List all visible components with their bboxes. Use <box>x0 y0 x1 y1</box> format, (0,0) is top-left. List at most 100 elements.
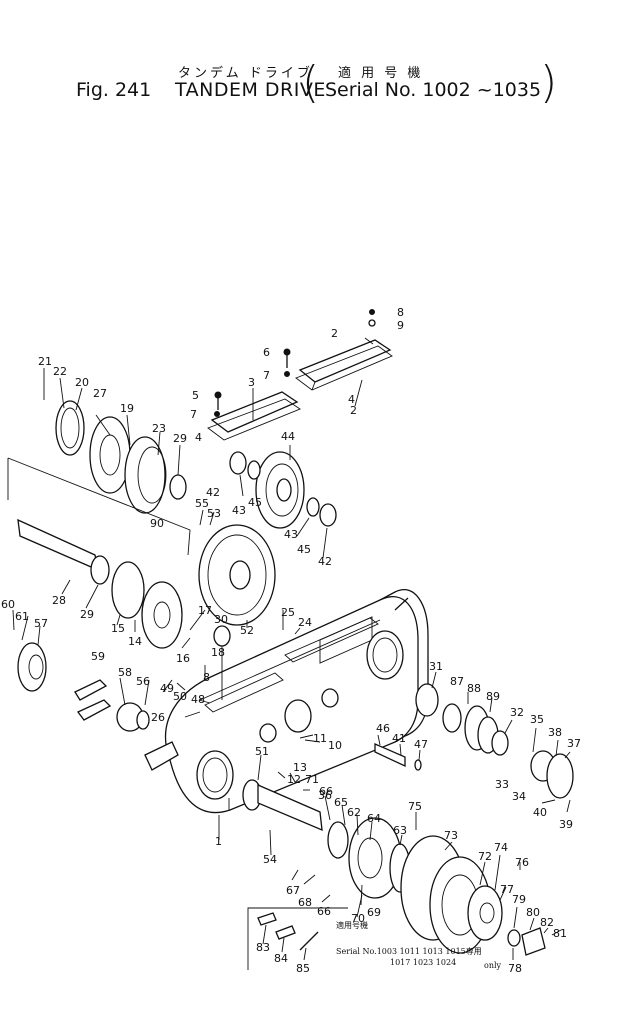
callout-75: 75 <box>408 800 422 813</box>
callout-74: 74 <box>494 841 508 854</box>
callout-87: 87 <box>450 675 464 688</box>
inset-parts <box>257 912 319 951</box>
gear-31 <box>415 683 439 717</box>
callout-16: 16 <box>176 652 190 665</box>
callout-82: 82 <box>540 916 554 929</box>
callout-31: 31 <box>429 660 443 673</box>
callout-61: 61 <box>15 610 29 623</box>
callout-52: 52 <box>240 624 254 637</box>
callout-25: 25 <box>281 606 295 619</box>
callout-5: 5 <box>192 389 199 402</box>
callout-19: 19 <box>120 402 134 415</box>
serial-range: Serial No. 1002 ~1035 <box>325 79 542 101</box>
callout-10: 10 <box>328 739 342 752</box>
flange-89 <box>477 716 509 756</box>
callout-35: 35 <box>530 713 544 726</box>
callout-83: 83 <box>256 941 270 954</box>
callout-18: 18 <box>211 646 225 659</box>
top-cover-rear <box>295 339 393 391</box>
callout-14: 14 <box>128 635 142 648</box>
callout-37: 37 <box>567 737 581 750</box>
callout-34: 34 <box>512 790 526 803</box>
callout-33: 33 <box>495 778 509 791</box>
callout-44: 44 <box>281 430 295 443</box>
callout-29-2: 29 <box>80 608 94 621</box>
hub-62 <box>327 817 402 899</box>
tandem-case <box>144 589 429 814</box>
callout-84: 84 <box>274 952 288 965</box>
callout-46: 46 <box>376 722 390 735</box>
serial-heading-japanese: 適 用 号 機 <box>338 66 424 81</box>
callout-48: 48 <box>191 693 205 706</box>
callout-64: 64 <box>367 812 381 825</box>
callout-79: 79 <box>512 893 526 906</box>
callout-85: 85 <box>296 962 310 975</box>
title-japanese: タンデム ドライブ <box>178 66 313 81</box>
leader-lines <box>12 337 571 961</box>
callout-63: 63 <box>393 824 407 837</box>
callout-23: 23 <box>152 422 166 435</box>
callout-12: 12 <box>287 773 301 786</box>
callout-24: 24 <box>298 616 312 629</box>
cap-80 <box>507 927 546 956</box>
callout-27: 27 <box>93 387 107 400</box>
callout-36: 36 <box>318 789 332 802</box>
callout-65: 65 <box>334 796 348 809</box>
callout-8-2: 8 <box>203 671 210 684</box>
callout-8-1: 8 <box>397 306 404 319</box>
inset-serial-line-1: Serial No.1003 1011 1013 1015専用 <box>336 946 482 956</box>
cover-bolts <box>214 309 376 417</box>
callout-13: 13 <box>293 761 307 774</box>
callout-66-1: 66 <box>319 785 333 798</box>
callout-7-2: 7 <box>190 408 197 421</box>
top-cover-front <box>207 391 301 441</box>
callout-54: 54 <box>263 853 277 866</box>
callout-73: 73 <box>444 829 458 842</box>
callout-59: 59 <box>91 650 105 663</box>
callout-30: 30 <box>214 613 228 626</box>
callout-51: 51 <box>255 745 269 758</box>
bracket-left: ( <box>302 57 320 108</box>
seal-56 <box>116 702 150 732</box>
callout-28: 28 <box>52 594 66 607</box>
callout-22: 22 <box>53 365 67 378</box>
collar-30 <box>213 625 231 700</box>
callout-15: 15 <box>111 622 125 635</box>
inset-serial-line-2: 1017 1023 1024 <box>390 958 456 967</box>
callout-69: 69 <box>367 906 381 919</box>
callout-40: 40 <box>533 806 547 819</box>
bracket-line-left <box>7 457 191 556</box>
bracket-right: ) <box>540 57 558 108</box>
callout-20: 20 <box>75 376 89 389</box>
callout-88: 88 <box>467 682 481 695</box>
callout-76: 76 <box>515 856 529 869</box>
callout-1: 1 <box>215 835 222 848</box>
callout-70: 70 <box>351 912 365 925</box>
page-title: TANDEM DRIVE <box>175 79 326 101</box>
cover-72 <box>467 885 503 941</box>
callout-2-2: 2 <box>350 404 357 417</box>
callout-9: 9 <box>397 319 404 332</box>
oil-seal-20 <box>55 400 85 456</box>
pads-59 <box>74 679 112 721</box>
callout-43-2: 43 <box>284 528 298 541</box>
callout-72: 72 <box>478 850 492 863</box>
callout-26: 26 <box>151 711 165 724</box>
figure-number: Fig. 241 <box>76 79 152 101</box>
callout-42-2: 42 <box>318 555 332 568</box>
callout-29-1: 29 <box>173 432 187 445</box>
callout-53: 53 <box>207 507 221 520</box>
callout-39: 39 <box>559 818 573 831</box>
callout-55: 55 <box>195 497 209 510</box>
callout-47: 47 <box>414 738 428 751</box>
callout-80: 80 <box>526 906 540 919</box>
callout-7-1: 7 <box>263 369 270 382</box>
shaft-28 <box>17 518 110 585</box>
callout-21: 21 <box>38 355 52 368</box>
bearing-carrier-14 <box>111 561 183 649</box>
callout-49: 49 <box>160 682 174 695</box>
callout-32: 32 <box>510 706 524 719</box>
callout-2-1: 2 <box>331 327 338 340</box>
callout-38: 38 <box>548 726 562 739</box>
